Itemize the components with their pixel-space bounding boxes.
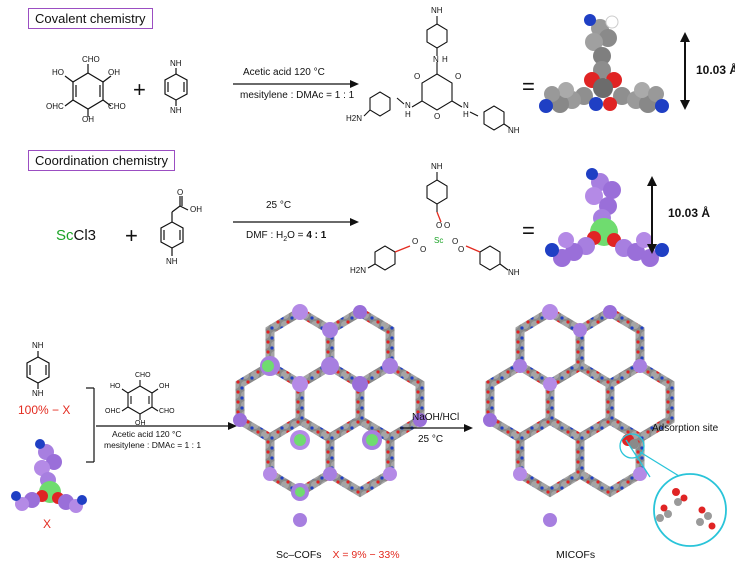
s2-plus: + [125,223,138,248]
s2-prod-sc: Sc [434,236,444,245]
s1-oh-bottom: OH [82,115,94,124]
s1-plus: + [133,77,146,102]
s1-prod-h-right: H [463,110,469,119]
s1-prod-h-top: H [442,55,448,64]
covalent-chemistry-title: Covalent chemistry [28,8,153,29]
s3-oh-bottom: OH [135,420,146,427]
svg-text:O: O [444,221,450,230]
s1-condition-top: Acetic acid 120 °C [243,67,325,78]
s1-prod-nh-top: NH [431,6,443,15]
s2-sc-symbol: Sc [56,227,74,244]
s1-prod-n-left: N [405,101,411,110]
s1-prod-o-left: O [414,72,421,81]
coordination-chemistry-title: Coordination chemistry [28,150,175,171]
s1-cho-top: CHO [82,55,100,64]
s1-prod-h-left: H [405,110,411,119]
s2-distance-label: 10.03 Å [668,206,711,220]
svg-text:O: O [452,237,458,246]
s3-cho-right: CHO [159,408,175,415]
adsorption-site-label: Adsorption site [652,423,719,434]
s2-metal-salt: ScCl3 [56,227,96,244]
s1-condition-bottom: mesitylene : DMAc = 1 : 1 [240,90,355,101]
s1-prod-n-top: N [433,55,439,64]
s1-prod-h2n-left: H2N [346,114,363,123]
s2-condition-bottom: DMF : H2O = 4 : 1 [246,230,327,243]
sc-cofs-label: Sc–COFs [276,549,322,561]
svg-text:O: O [412,237,418,246]
s3-fraction-sc: X [43,517,52,531]
s3-oh-right: OH [159,383,170,390]
s3-amine-nh-bottom: NH [32,389,44,398]
svg-text:O: O [458,245,464,254]
s1-ho-left: HO [52,68,64,77]
s2-acid-o: O [177,188,184,197]
s1-prod-o-right: O [455,72,462,81]
s3-amine-nh-top: NH [32,341,44,350]
s2-cl3: Cl3 [73,227,97,244]
s1-ohc-left: OHC [46,102,64,111]
svg-text:O: O [436,221,442,230]
s3-step2-bottom: 25 °C [418,434,444,445]
sc-cofs-caption: Sc–COFs X = 9% − 33% [276,549,400,561]
s1-prod-n-right: N [463,101,469,110]
s1-cho-right: CHO [108,102,126,111]
s2-prod-h2n-left: H2N [350,266,367,275]
s2-prod-nh-top: NH [431,162,443,171]
s2-acid-nh: NH [166,257,178,266]
micofs-caption: MICOFs [556,549,596,561]
s1-oh-right: OH [108,68,120,77]
s3-ohc-left: OHC [105,408,121,415]
s3-condition-top: Acetic acid 120 °C [112,429,182,439]
s1-distance-label: 10.03 Å [696,63,735,77]
svg-text:O: O [420,245,426,254]
s1-amine-nh-bottom: NH [170,106,182,115]
s1-prod-nh-right: NH [508,126,520,135]
s3-cho-top: CHO [135,372,151,379]
s3-condition-bottom: mesitylene : DMAc = 1 : 1 [104,440,202,450]
s1-prod-o-bottom: O [434,112,441,121]
s1-amine-nh-top: NH [170,59,182,68]
s3-step2-top: NaOH/HCl [412,412,460,423]
s2-prod-nh-right: NH [508,268,520,277]
s3-ho-left: HO [110,383,121,390]
s2-condition-top: 25 °C [266,200,292,211]
s3-fraction-amine: 100% − X [18,403,71,417]
s2-acid-oh: OH [190,205,202,214]
sc-cofs-range: X = 9% − 33% [332,549,400,561]
s1-equals: = [522,74,535,99]
s2-equals: = [522,218,535,243]
